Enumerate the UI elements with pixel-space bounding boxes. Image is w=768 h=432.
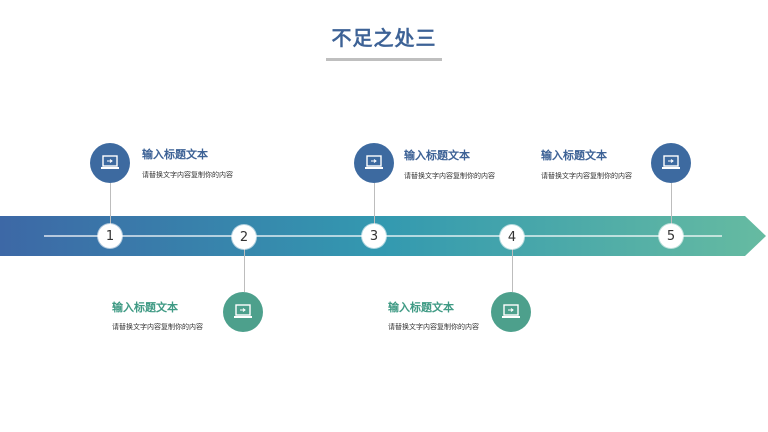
item-3-title: 输入标题文本 — [404, 149, 470, 162]
laptop-icon — [651, 143, 691, 183]
laptop-icon — [223, 292, 263, 332]
item-4-desc: 请替换文字内容复制你的内容 — [388, 323, 479, 331]
timeline-node-1: 1 — [98, 224, 122, 248]
title-underline — [326, 58, 442, 61]
laptop-icon — [354, 143, 394, 183]
connector-4 — [512, 248, 513, 292]
timeline-node-5: 5 — [659, 224, 683, 248]
item-5-title: 输入标题文本 — [541, 149, 607, 162]
item-1-desc: 请替换文字内容复制你的内容 — [142, 171, 233, 179]
connector-2 — [244, 248, 245, 292]
laptop-icon — [491, 292, 531, 332]
timeline-node-4: 4 — [500, 225, 524, 249]
item-1-title: 输入标题文本 — [142, 148, 208, 161]
connector-3 — [374, 183, 375, 225]
connector-1 — [110, 183, 111, 225]
timeline-node-3: 3 — [362, 224, 386, 248]
timeline-node-2: 2 — [232, 225, 256, 249]
item-2-desc: 请替换文字内容复制你的内容 — [112, 323, 203, 331]
item-5-desc: 请替换文字内容复制你的内容 — [541, 172, 632, 180]
page-title: 不足之处三 — [331, 26, 437, 50]
connector-5 — [671, 183, 672, 225]
item-4-title: 输入标题文本 — [388, 301, 454, 314]
item-3-desc: 请替换文字内容复制你的内容 — [404, 172, 495, 180]
laptop-icon — [90, 143, 130, 183]
item-2-title: 输入标题文本 — [112, 301, 178, 314]
